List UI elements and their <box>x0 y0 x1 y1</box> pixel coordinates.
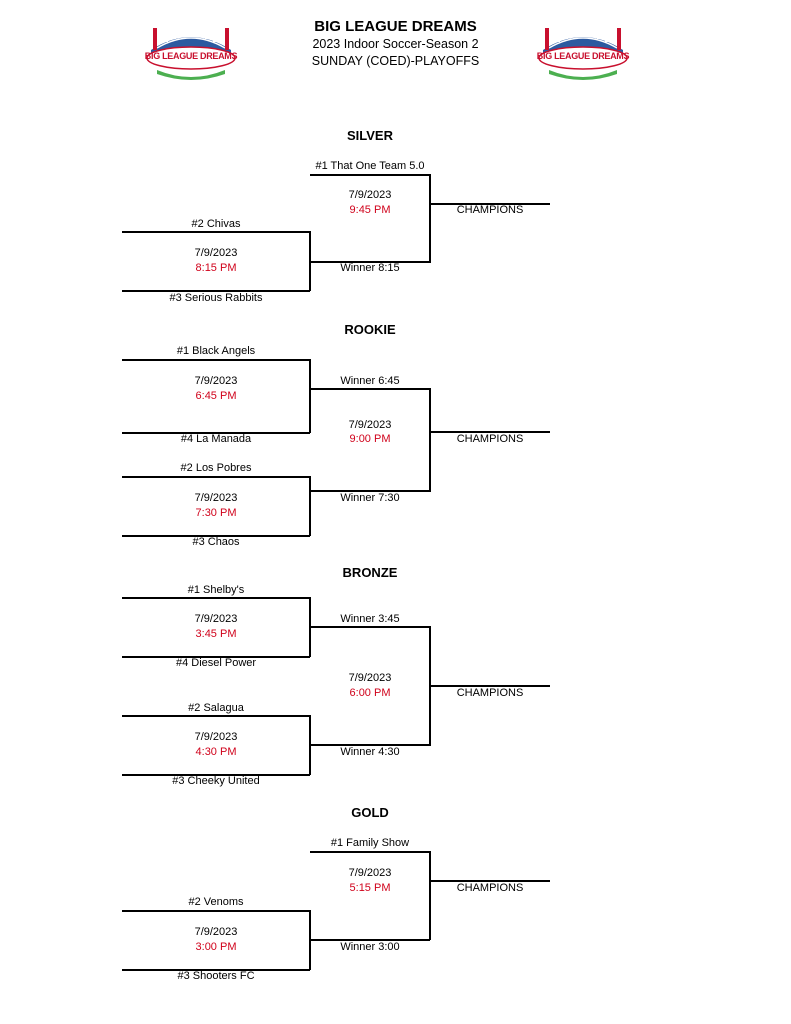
bracket-line <box>310 939 430 941</box>
bracket-line <box>122 656 310 658</box>
winner-slot: Winner 3:00 <box>340 941 400 953</box>
bracket-line <box>310 388 430 390</box>
champions-label: CHAMPIONS <box>456 433 524 445</box>
team-seed-1: #1 Black Angels <box>176 345 256 357</box>
page-subtitle: 2023 Indoor Soccer-Season 2 <box>312 37 479 51</box>
game-date: 7/9/2023 <box>194 247 238 259</box>
bracket-title: BRONZE <box>342 565 398 580</box>
bracket-line <box>122 969 310 971</box>
bracket-line <box>430 203 550 205</box>
game-date: 7/9/2023 <box>194 926 238 938</box>
bracket-line <box>122 359 310 361</box>
bracket-line <box>430 685 550 687</box>
winner-slot: Winner 4:30 <box>340 746 400 758</box>
winner-slot: Winner 6:45 <box>340 375 400 387</box>
team-seed-3: #3 Chaos <box>192 536 240 548</box>
game-date: 7/9/2023 <box>194 375 238 387</box>
winner-slot: Winner 3:45 <box>340 613 400 625</box>
page-title: BIG LEAGUE DREAMS <box>314 18 477 35</box>
bracket-line <box>430 431 550 433</box>
page-subtitle-2: SUNDAY (COED)-PLAYOFFS <box>311 54 480 68</box>
game-time: 8:15 PM <box>195 262 237 274</box>
champions-label: CHAMPIONS <box>456 204 524 216</box>
game-time: 9:00 PM <box>349 433 391 445</box>
team-seed-2: #2 Los Pobres <box>180 462 252 474</box>
game-time: 4:30 PM <box>195 746 237 758</box>
team-seed-4: #4 La Manada <box>180 433 252 445</box>
game-date: 7/9/2023 <box>194 731 238 743</box>
team-seed-1: #1 Shelby's <box>187 584 245 596</box>
bracket-line <box>122 290 310 292</box>
bracket-line <box>310 174 430 176</box>
bracket-line <box>122 910 310 912</box>
game-date: 7/9/2023 <box>348 867 392 879</box>
game-date: 7/9/2023 <box>194 492 238 504</box>
bracket-line <box>310 851 430 853</box>
bracket-title: GOLD <box>351 805 389 820</box>
game-time: 6:00 PM <box>349 687 391 699</box>
team-seed-2: #2 Salagua <box>188 702 244 714</box>
bracket-line <box>309 910 311 970</box>
team-seed-2: #2 Venoms <box>188 896 244 908</box>
game-time: 7:30 PM <box>195 507 237 519</box>
bracket-line <box>310 490 430 492</box>
bracket-title: SILVER <box>347 128 393 143</box>
game-time: 3:45 PM <box>195 628 237 640</box>
team-seed-1: #1 That One Team 5.0 <box>315 160 425 172</box>
winner-slot: Winner 7:30 <box>340 492 400 504</box>
bracket-line <box>122 231 310 233</box>
big-league-dreams-logo-left: BIG LEAGUE DREAMS <box>143 20 239 86</box>
game-time: 3:00 PM <box>195 941 237 953</box>
bracket-title: ROOKIE <box>344 322 396 337</box>
bracket-line <box>429 626 431 746</box>
champions-label: CHAMPIONS <box>456 687 524 699</box>
winner-slot: Winner 8:15 <box>340 262 400 274</box>
bracket-line <box>122 597 310 599</box>
stadium-icon <box>146 28 236 80</box>
bracket-line <box>309 597 311 657</box>
game-date: 7/9/2023 <box>194 613 238 625</box>
bracket-line <box>430 880 550 882</box>
bracket-line <box>309 231 311 291</box>
game-time: 5:15 PM <box>349 882 391 894</box>
game-time: 6:45 PM <box>195 390 237 402</box>
team-seed-1: #1 Family Show <box>330 837 410 849</box>
stadium-icon <box>538 28 628 80</box>
bracket-line <box>429 388 431 492</box>
team-seed-2: #2 Chivas <box>191 218 241 230</box>
team-seed-3: #3 Serious Rabbits <box>169 292 263 304</box>
bracket-line <box>122 476 310 478</box>
game-time: 9:45 PM <box>349 204 391 216</box>
team-seed-3: #3 Cheeky United <box>172 775 260 787</box>
bracket-line <box>122 774 310 776</box>
logo-text: BIG LEAGUE DREAMS <box>536 51 630 61</box>
bracket-line <box>310 744 430 746</box>
team-seed-3: #3 Shooters FC <box>177 970 255 982</box>
bracket-line <box>429 851 431 940</box>
page-header: BIG LEAGUE DREAMS 2023 Indoor Soccer-Sea… <box>0 17 791 70</box>
game-date: 7/9/2023 <box>348 189 392 201</box>
bracket-line <box>122 432 310 434</box>
game-date: 7/9/2023 <box>348 672 392 684</box>
bracket-line <box>309 476 311 536</box>
bracket-line <box>429 174 431 263</box>
bracket-line <box>310 261 430 263</box>
game-date: 7/9/2023 <box>348 419 392 431</box>
big-league-dreams-logo-right: BIG LEAGUE DREAMS <box>535 20 631 86</box>
bracket-line <box>122 715 310 717</box>
bracket-line <box>310 626 430 628</box>
bracket-line <box>309 715 311 775</box>
champions-label: CHAMPIONS <box>456 882 524 894</box>
logo-text: BIG LEAGUE DREAMS <box>144 51 238 61</box>
team-seed-4: #4 Diesel Power <box>175 657 257 669</box>
bracket-line <box>309 359 311 433</box>
bracket-line <box>122 535 310 537</box>
